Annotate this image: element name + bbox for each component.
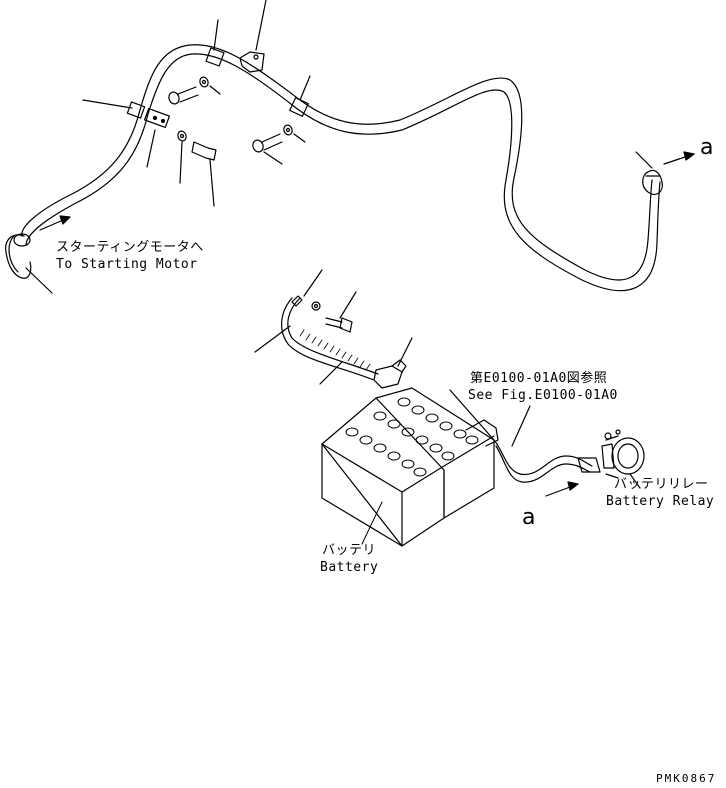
battery-relay: [601, 429, 645, 489]
cable-clamp-left: [82, 99, 170, 168]
arrow-a-top: [663, 151, 695, 165]
relay-cable-terminal: [635, 151, 663, 195]
battery-relay-cable: [493, 405, 601, 483]
cable-bracket-top: [239, 0, 267, 73]
starting-motor-cable: [21, 44, 661, 292]
starting-motor-label-jp: スターティングモータへ: [56, 240, 204, 255]
arrow-a-bottom-label: a: [522, 505, 536, 530]
arrow-to-starting-motor: [39, 215, 71, 231]
battery-relay-label-en: Battery Relay: [606, 494, 715, 509]
arrow-a-bottom: [545, 481, 579, 497]
battery-leader: [361, 501, 383, 545]
battery-ground-cable: [254, 269, 413, 389]
battery: [321, 387, 499, 547]
bolt-washer-lower: [177, 130, 217, 207]
cable-clamp-top: [205, 19, 225, 67]
drawing-code: PMK0867: [656, 772, 717, 785]
see-fig-label-en: See Fig.E0100-01A0: [468, 388, 618, 403]
starting-motor-terminal: [5, 233, 53, 294]
bolt-washer-mid: [252, 124, 306, 165]
cable-clamp-mid: [289, 75, 311, 117]
starting-motor-label-en: To Starting Motor: [56, 257, 198, 272]
bolt-washer-upper: [168, 76, 221, 105]
battery-relay-label-jp: バッテリリレー: [614, 477, 709, 492]
battery-label-jp: バッテリ: [322, 543, 377, 558]
arrow-a-top-label: a: [700, 135, 714, 160]
battery-label-en: Battery: [320, 560, 379, 575]
see-fig-label-jp: 第E0100-01A0図参照: [470, 371, 608, 386]
